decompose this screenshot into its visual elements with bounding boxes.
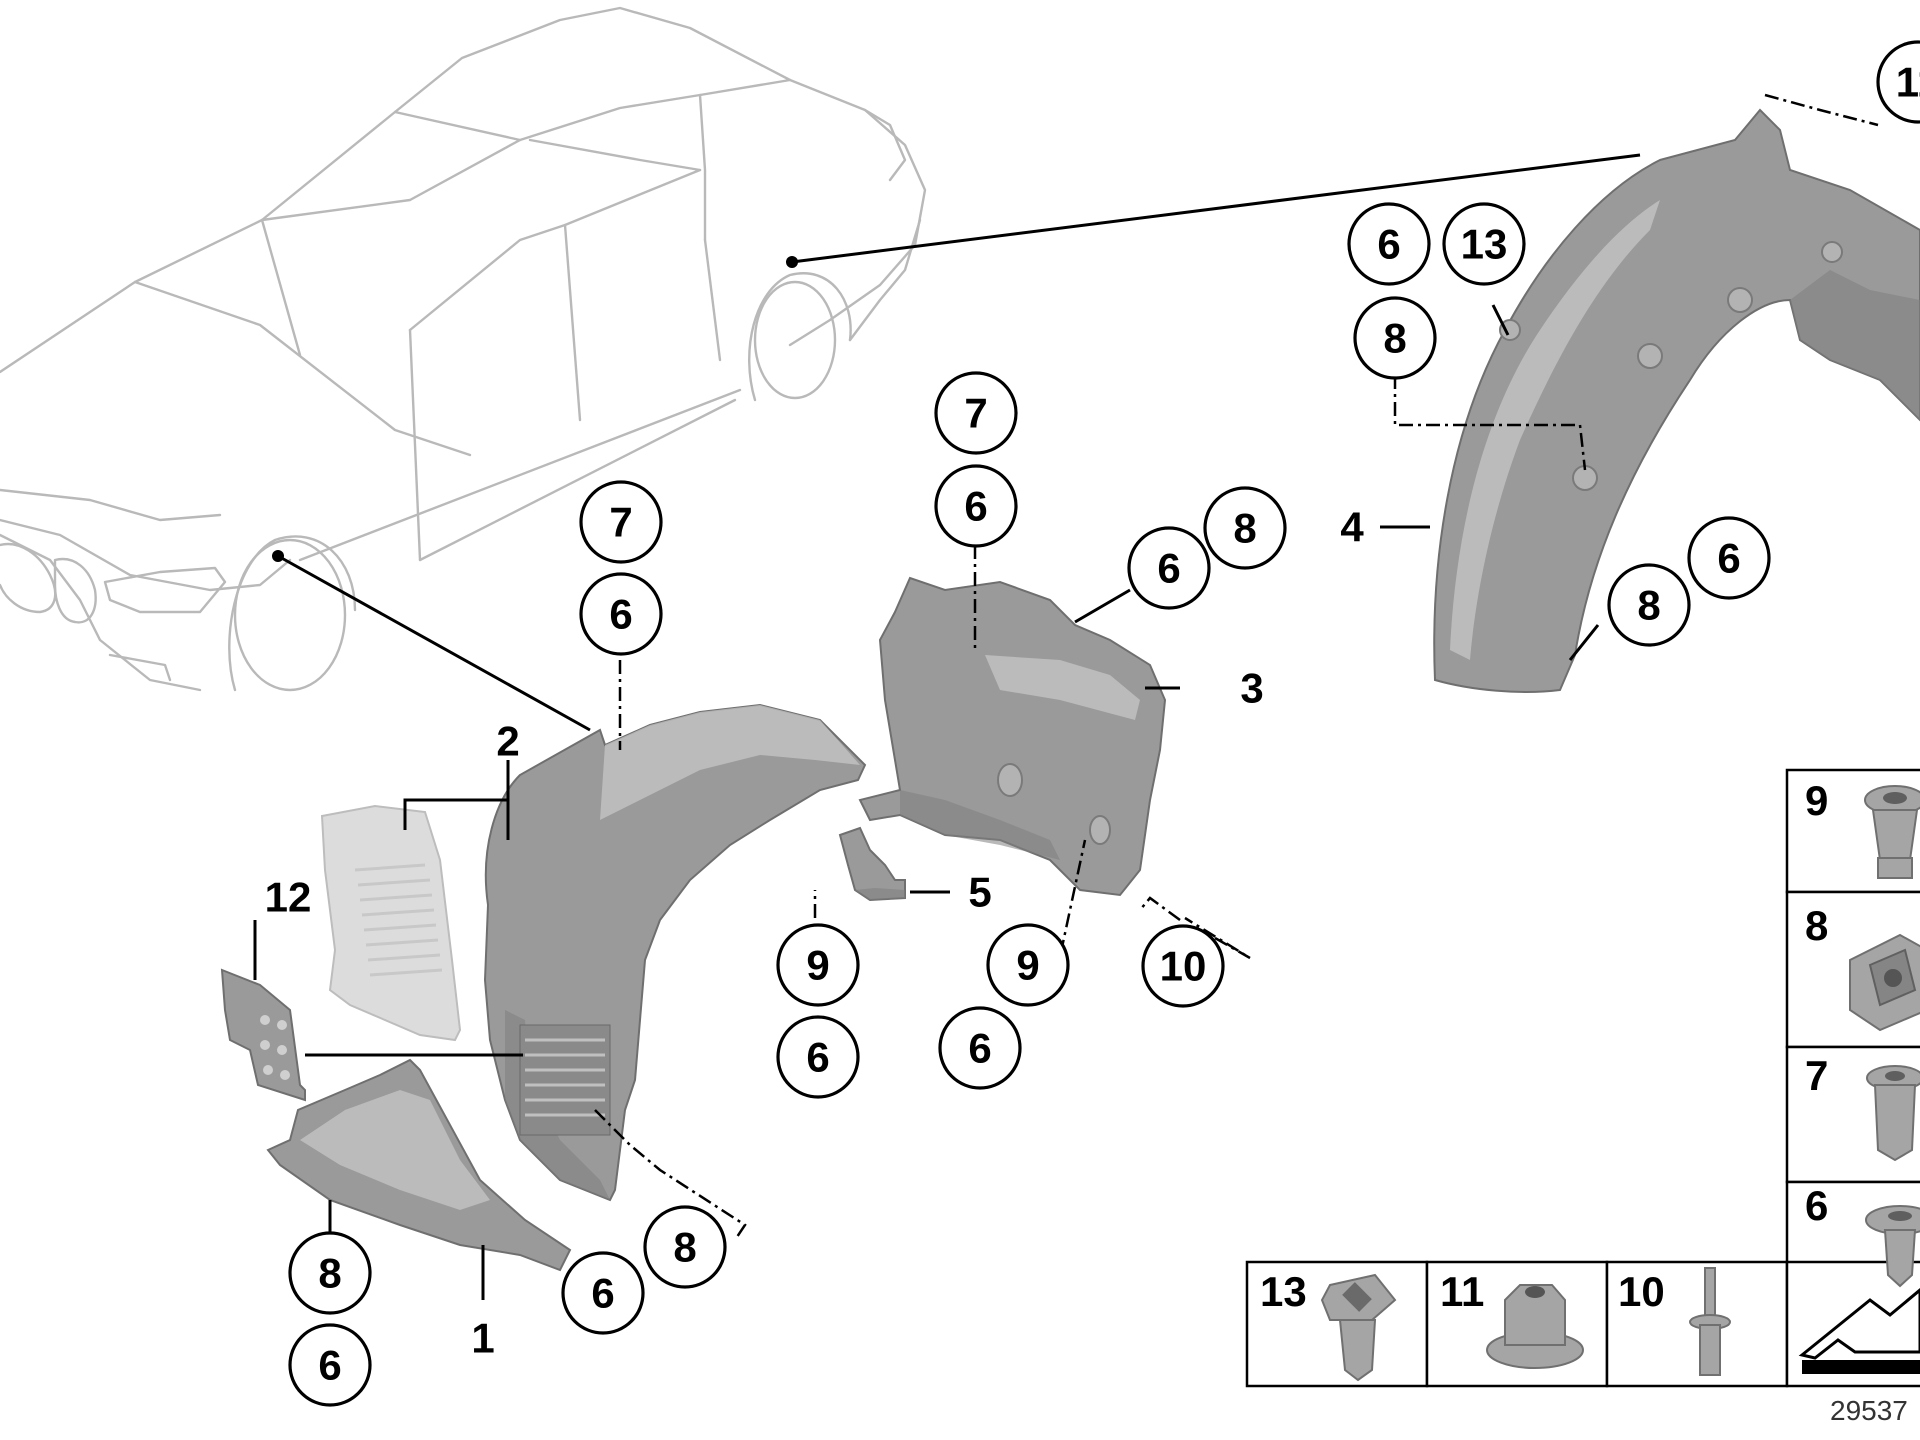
callout-8-mid-right-text: 8 xyxy=(1233,505,1256,552)
plastic-nut-icon xyxy=(1320,1273,1397,1382)
callout-8-rear-top-text: 8 xyxy=(1383,315,1406,362)
collar-nut-icon xyxy=(1486,1284,1584,1369)
part-label-12: 12 xyxy=(265,874,312,921)
callout-8-bottom-right-text: 8 xyxy=(673,1224,696,1271)
legend-label-7: 7 xyxy=(1805,1052,1828,1099)
callout-9-a-text: 9 xyxy=(806,942,829,989)
callout-6-rear-low: 6 xyxy=(1687,516,1771,600)
front-wheel-arch-liner-upper xyxy=(858,576,1167,897)
callout-9-b: 9 xyxy=(986,923,1070,1007)
callout-7-mid: 7 xyxy=(934,371,1018,455)
callout-8-rear-top: 8 xyxy=(1353,296,1437,380)
callout-8-rear-low: 8 xyxy=(1607,563,1691,647)
expanding-rivet-icon xyxy=(1866,1065,1920,1162)
part-label-3: 3 xyxy=(1240,665,1263,712)
callout-6-b: 6 xyxy=(938,1006,1022,1090)
callout-8-bottom-left-text: 8 xyxy=(318,1250,341,1297)
callout-11: 11 xyxy=(1876,40,1920,124)
diagram-reference-number: 29537 xyxy=(1830,1395,1908,1426)
callout-6-a-text: 6 xyxy=(806,1034,829,1081)
part-label-2: 2 xyxy=(496,718,519,765)
liner-vent-grille xyxy=(519,1024,611,1136)
push-rivet-icon xyxy=(1864,785,1920,879)
legend-label-10: 10 xyxy=(1618,1268,1665,1315)
callout-6-bottom-mid: 6 xyxy=(561,1251,645,1335)
callout-6-a: 6 xyxy=(776,1015,860,1099)
clip-nut-icon xyxy=(1849,933,1920,1032)
callout-7-left-text: 7 xyxy=(609,499,632,546)
callout-9-b-text: 9 xyxy=(1016,942,1039,989)
callout-6-mid: 6 xyxy=(934,464,1018,548)
callout-13-rear-top: 13 xyxy=(1442,202,1526,286)
legend-label-13: 13 xyxy=(1260,1268,1307,1315)
legend-label-9: 9 xyxy=(1805,777,1828,824)
callout-6-rear-top: 6 xyxy=(1347,202,1431,286)
callout-10-text: 10 xyxy=(1160,943,1207,990)
callout-8-bottom-left: 8 xyxy=(288,1231,372,1315)
callout-6-bottom-mid-text: 6 xyxy=(591,1270,614,1317)
callout-13-rear-top-text: 13 xyxy=(1461,221,1508,268)
callout-6-mid-right-text: 6 xyxy=(1157,545,1180,592)
callout-6-rear-top-text: 6 xyxy=(1377,221,1400,268)
callout-6-rear-low-text: 6 xyxy=(1717,535,1740,582)
callout-6-mid-text: 6 xyxy=(964,483,987,530)
ghost-cover-panel xyxy=(320,804,462,1042)
front-wheel-arch-liner-front xyxy=(483,703,867,1202)
lower-deflector-part-1 xyxy=(266,1058,572,1272)
callout-6-bottom-left: 6 xyxy=(288,1323,372,1407)
car-outline-drawing xyxy=(0,6,927,692)
spreading-rivet-icon xyxy=(1865,1205,1920,1288)
car-leader-lines xyxy=(272,153,1641,732)
rear-wheel-arch-liner xyxy=(1433,108,1920,693)
callout-8-bottom-right: 8 xyxy=(643,1205,727,1289)
part-label-5: 5 xyxy=(968,869,991,916)
callout-6-left-text: 6 xyxy=(609,591,632,638)
legend-label-6: 6 xyxy=(1805,1182,1828,1229)
legend-label-8: 8 xyxy=(1805,902,1828,949)
callout-9-a: 9 xyxy=(776,923,860,1007)
bracket-part-5 xyxy=(838,826,906,902)
fastener-legend: 9 8 7 6 13 11 10 xyxy=(1245,768,1920,1388)
callout-7-mid-text: 7 xyxy=(964,390,987,437)
part-label-4: 4 xyxy=(1340,504,1364,551)
callout-7-left: 7 xyxy=(579,480,663,564)
callout-6-left: 6 xyxy=(579,572,663,656)
blind-rivet-icon xyxy=(1689,1267,1731,1376)
callout-6-b-text: 6 xyxy=(968,1025,991,1072)
callout-11-text: 11 xyxy=(1896,59,1920,106)
part-label-1: 1 xyxy=(471,1315,494,1362)
orientation-arrow-icon xyxy=(1798,1288,1920,1374)
callout-8-rear-low-text: 8 xyxy=(1637,582,1660,629)
legend-label-11: 11 xyxy=(1440,1268,1484,1315)
leader-lines xyxy=(253,93,1879,1300)
callout-10: 10 xyxy=(1141,924,1225,1008)
callout-8-mid-right: 8 xyxy=(1203,486,1287,570)
callout-6-mid-right: 6 xyxy=(1127,526,1211,610)
callout-6-bottom-left-text: 6 xyxy=(318,1342,341,1389)
plate-part-12 xyxy=(220,968,306,1102)
